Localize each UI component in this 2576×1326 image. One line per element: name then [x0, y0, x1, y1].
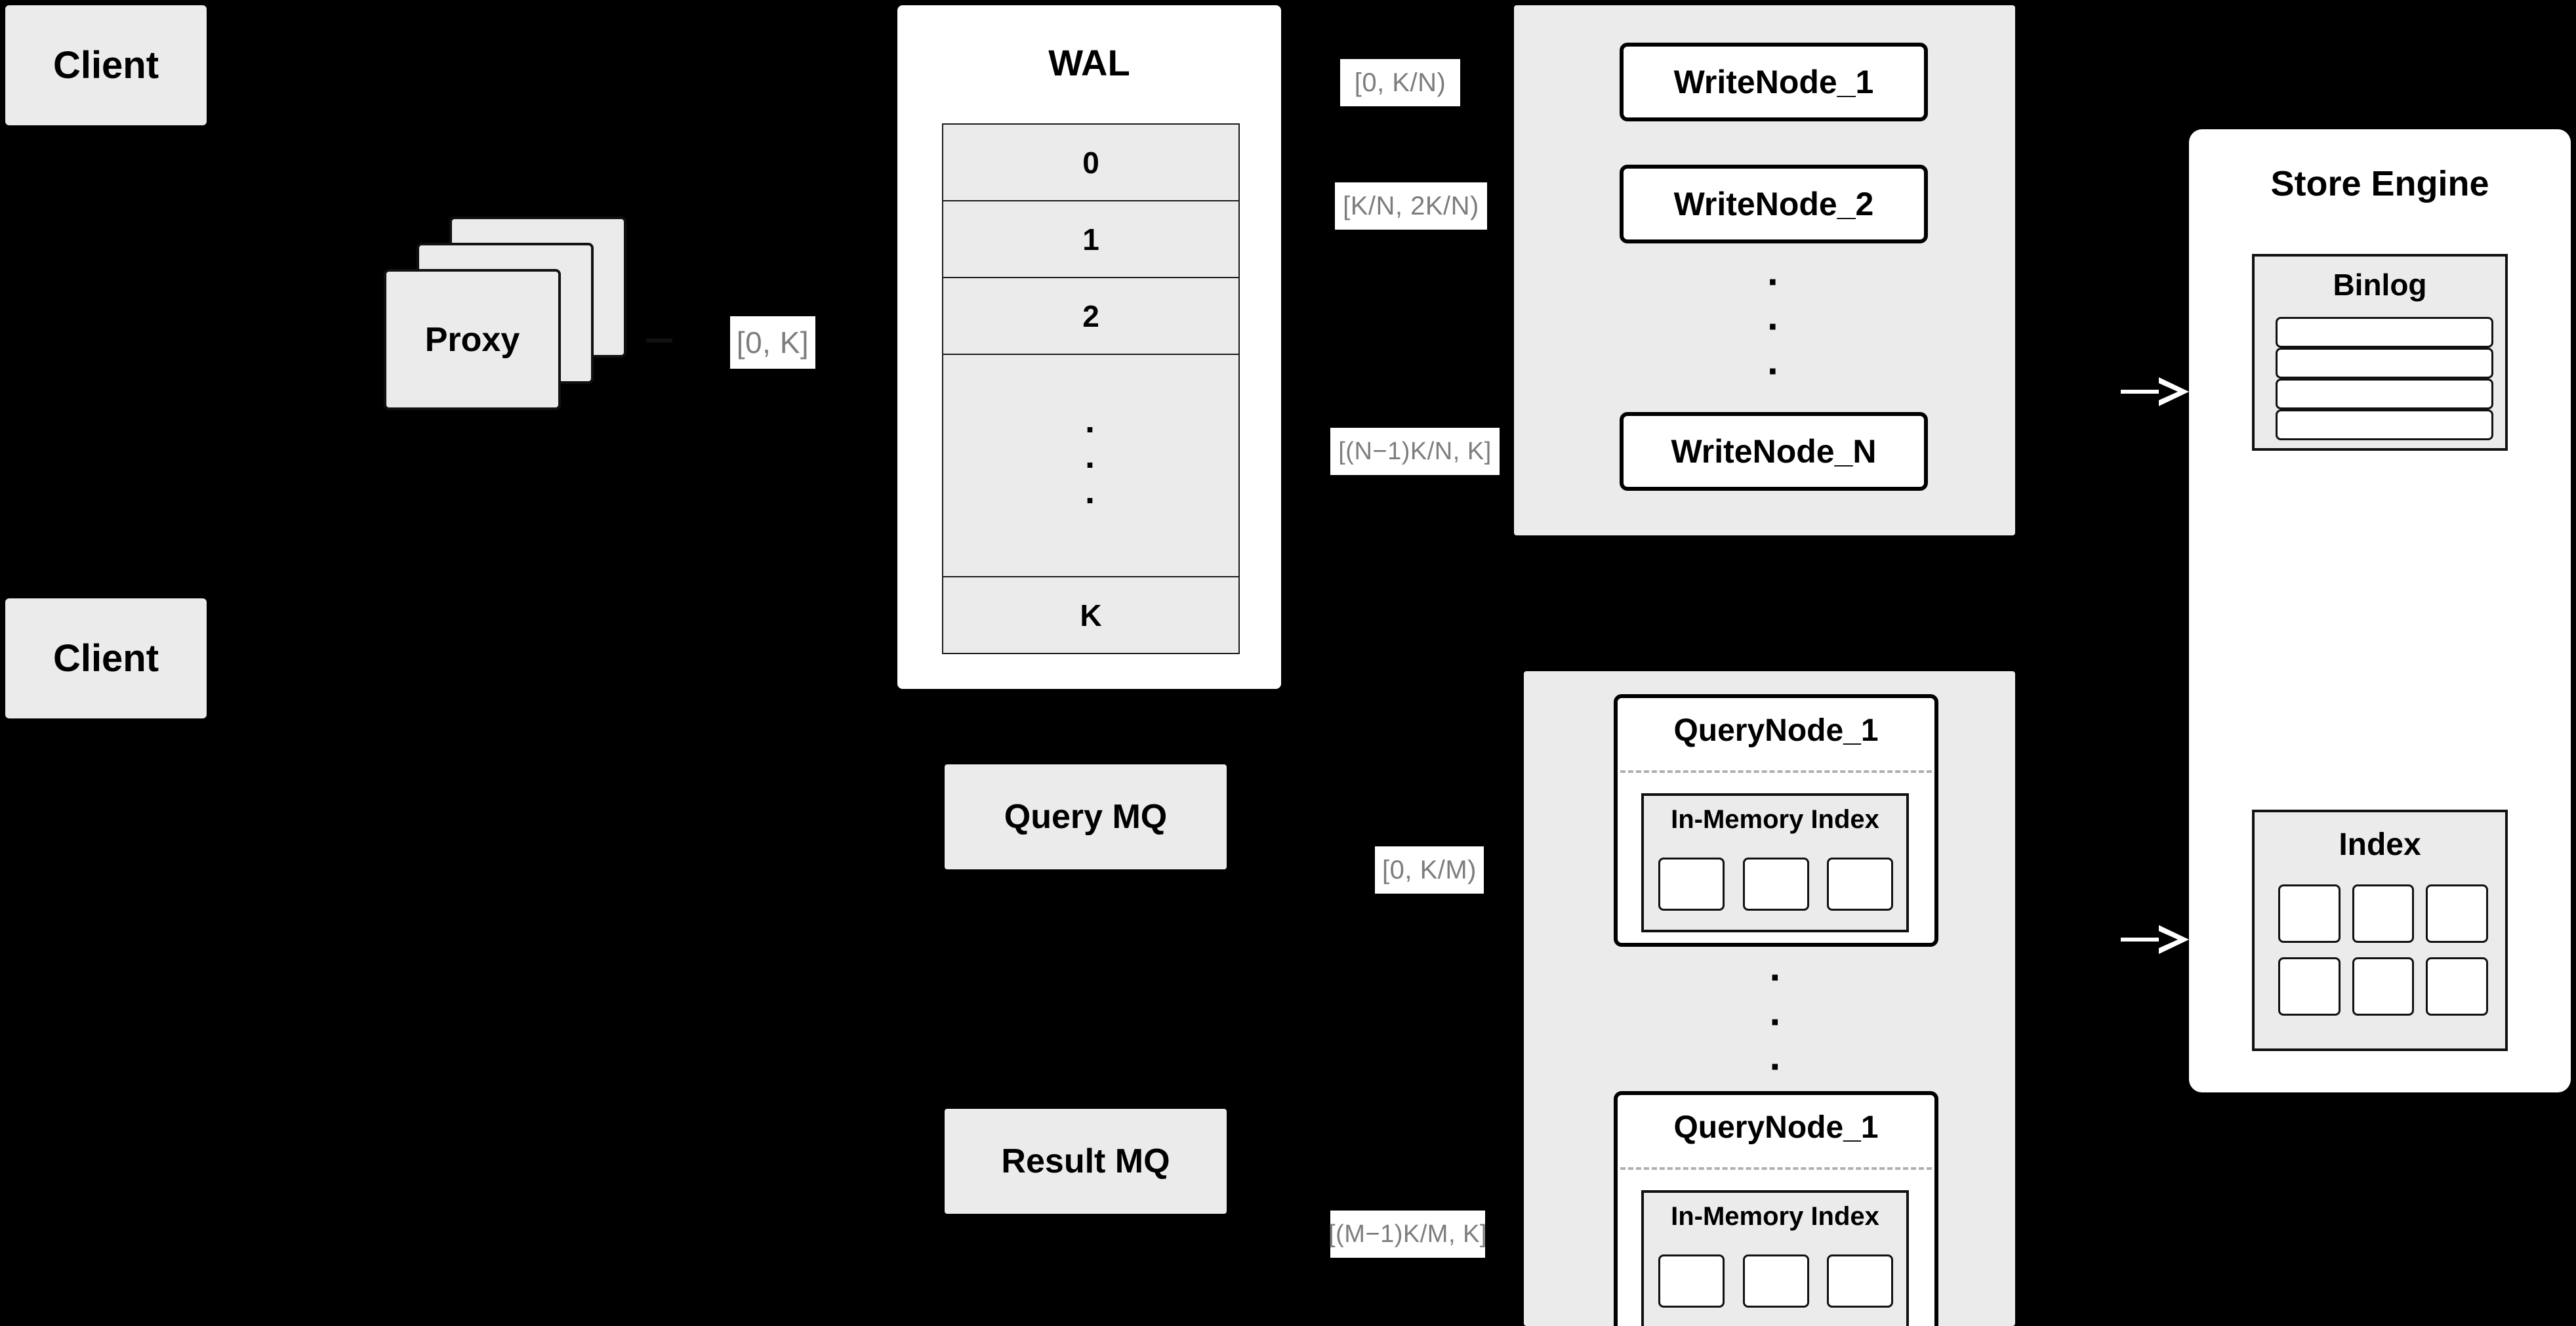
index-inflow-arrow	[2121, 925, 2196, 954]
query-node-label: QueryNode_1	[1673, 713, 1879, 748]
binlog-title: Binlog	[2333, 268, 2427, 302]
client-label: Client	[52, 637, 159, 680]
in-memory-index-1: In-Memory Index	[1641, 793, 1909, 932]
index-cell[interactable]	[2352, 957, 2415, 1016]
wal-cell-table: 0 1 2 · · · K	[942, 123, 1240, 654]
writenode-range-text: [(N−1)K/N, K]	[1338, 437, 1492, 465]
index-cell[interactable]	[2426, 884, 2488, 943]
write-node-label: WriteNode_2	[1673, 186, 1874, 222]
ellipsis-dot: ·	[1769, 955, 1783, 999]
query-node-separator	[1620, 1167, 1932, 1170]
query-node-2[interactable]: QueryNode_1 In-Memory Index	[1614, 1091, 1938, 1326]
binlog-row[interactable]	[2276, 409, 2493, 440]
ellipsis-dot: ·	[1767, 349, 1780, 393]
ellipsis-dot: ·	[1767, 260, 1780, 304]
ellipsis-dot: ·	[1085, 409, 1097, 449]
index-title: Index	[2339, 827, 2421, 862]
ellipsis-dot: ·	[1085, 480, 1097, 520]
writenode-range-tag-3: [(N−1)K/N, K]	[1330, 428, 1500, 475]
result-mq-box[interactable]: Result MQ	[945, 1109, 1227, 1214]
index-cell-grid	[2278, 884, 2488, 1016]
result-mq-label: Result MQ	[1001, 1142, 1170, 1180]
index-cell[interactable]	[2426, 957, 2488, 1016]
index-segment[interactable]	[1742, 1254, 1809, 1308]
query-node-1[interactable]: QueryNode_1 In-Memory Index	[1614, 694, 1938, 947]
in-memory-index-label: In-Memory Index	[1671, 1202, 1879, 1231]
binlog-rows	[2276, 317, 2493, 440]
query-mq-box[interactable]: Query MQ	[945, 764, 1227, 869]
writenode-range-text: [K/N, 2K/N)	[1343, 191, 1479, 220]
query-mq-label: Query MQ	[1004, 798, 1168, 836]
client-box-1[interactable]: Client	[5, 5, 207, 125]
wal-panel: WAL 0 1 2 · · · K	[897, 5, 1281, 689]
write-node-ellipsis: · · ·	[1620, 260, 1928, 393]
query-node-cluster: QueryNode_1 In-Memory Index · · · QueryN…	[1524, 671, 2015, 1326]
query-node-label: QueryNode_1	[1673, 1110, 1879, 1145]
proxy-to-wal-connector	[646, 339, 672, 342]
wal-cell-label: K	[1080, 598, 1102, 632]
index-segment[interactable]	[1742, 858, 1809, 911]
wal-cell[interactable]: 2	[942, 278, 1240, 355]
querynode-range-tag-2: [(M−1)K/M, K]	[1328, 1211, 1487, 1258]
write-range-tag: [0, K]	[730, 316, 815, 369]
querynode-range-text: [(M−1)K/M, K]	[1328, 1220, 1487, 1248]
index-box: Index	[2252, 810, 2508, 1051]
write-node-2[interactable]: WriteNode_2	[1620, 165, 1928, 243]
query-node-ellipsis: · · ·	[1614, 955, 1938, 1088]
index-cell[interactable]	[2278, 884, 2341, 943]
index-segment[interactable]	[1827, 858, 1893, 911]
in-memory-index-label: In-Memory Index	[1671, 805, 1879, 834]
writenode-range-tag-1: [0, K/N)	[1340, 59, 1460, 106]
binlog-box: Binlog	[2252, 254, 2508, 451]
write-node-1[interactable]: WriteNode_1	[1620, 43, 1928, 121]
querynode-range-text: [0, K/M)	[1381, 855, 1477, 884]
index-cell[interactable]	[2352, 884, 2415, 943]
proxy-stack-layer-1[interactable]: Proxy	[384, 269, 561, 410]
wal-cell-label: 2	[1082, 299, 1099, 333]
binlog-inflow-arrow	[2121, 377, 2196, 406]
binlog-row[interactable]	[2276, 379, 2493, 409]
write-node-label: WriteNode_1	[1673, 64, 1874, 100]
writenode-range-tag-2: [K/N, 2K/N)	[1335, 182, 1487, 230]
client-label: Client	[52, 44, 159, 87]
ellipsis-dot: ·	[1767, 304, 1780, 348]
write-node-cluster: WriteNode_1 WriteNode_2 · · · WriteNode_…	[1514, 5, 2015, 535]
wal-cell-label: 1	[1082, 222, 1099, 257]
client-box-2[interactable]: Client	[5, 598, 207, 718]
store-engine-panel: Store Engine Binlog Index	[2189, 129, 2571, 1092]
index-segment[interactable]	[1827, 1254, 1893, 1308]
write-node-label: WriteNode_N	[1671, 433, 1877, 470]
wal-cell-label: 0	[1082, 145, 1099, 180]
wal-cell-ellipsis: · · ·	[942, 355, 1240, 577]
query-node-separator	[1620, 770, 1932, 773]
index-segment[interactable]	[1658, 858, 1725, 911]
index-segment[interactable]	[1658, 1254, 1725, 1308]
store-engine-title: Store Engine	[2270, 164, 2489, 203]
ellipsis-dot: ·	[1085, 445, 1097, 485]
binlog-row[interactable]	[2276, 348, 2493, 379]
proxy-stack[interactable]: Proxy	[384, 217, 666, 433]
binlog-row[interactable]	[2276, 317, 2493, 348]
write-range-tag-text: [0, K]	[736, 325, 809, 360]
wal-cell[interactable]: 1	[942, 201, 1240, 278]
in-memory-index-2: In-Memory Index	[1641, 1190, 1909, 1326]
writenode-range-text: [0, K/N)	[1354, 68, 1446, 97]
querynode-range-tag-1: [0, K/M)	[1375, 846, 1484, 894]
write-node-n[interactable]: WriteNode_N	[1620, 412, 1928, 491]
ellipsis-dot: ·	[1769, 1045, 1783, 1088]
index-segment-row	[1658, 1253, 1893, 1309]
index-cell[interactable]	[2278, 957, 2341, 1016]
wal-cell[interactable]: 0	[942, 123, 1240, 201]
proxy-label: Proxy	[424, 320, 520, 359]
wal-title: WAL	[1048, 42, 1130, 83]
wal-cell[interactable]: K	[942, 577, 1240, 654]
ellipsis-dot: ·	[1769, 1000, 1783, 1044]
index-segment-row	[1658, 856, 1893, 912]
